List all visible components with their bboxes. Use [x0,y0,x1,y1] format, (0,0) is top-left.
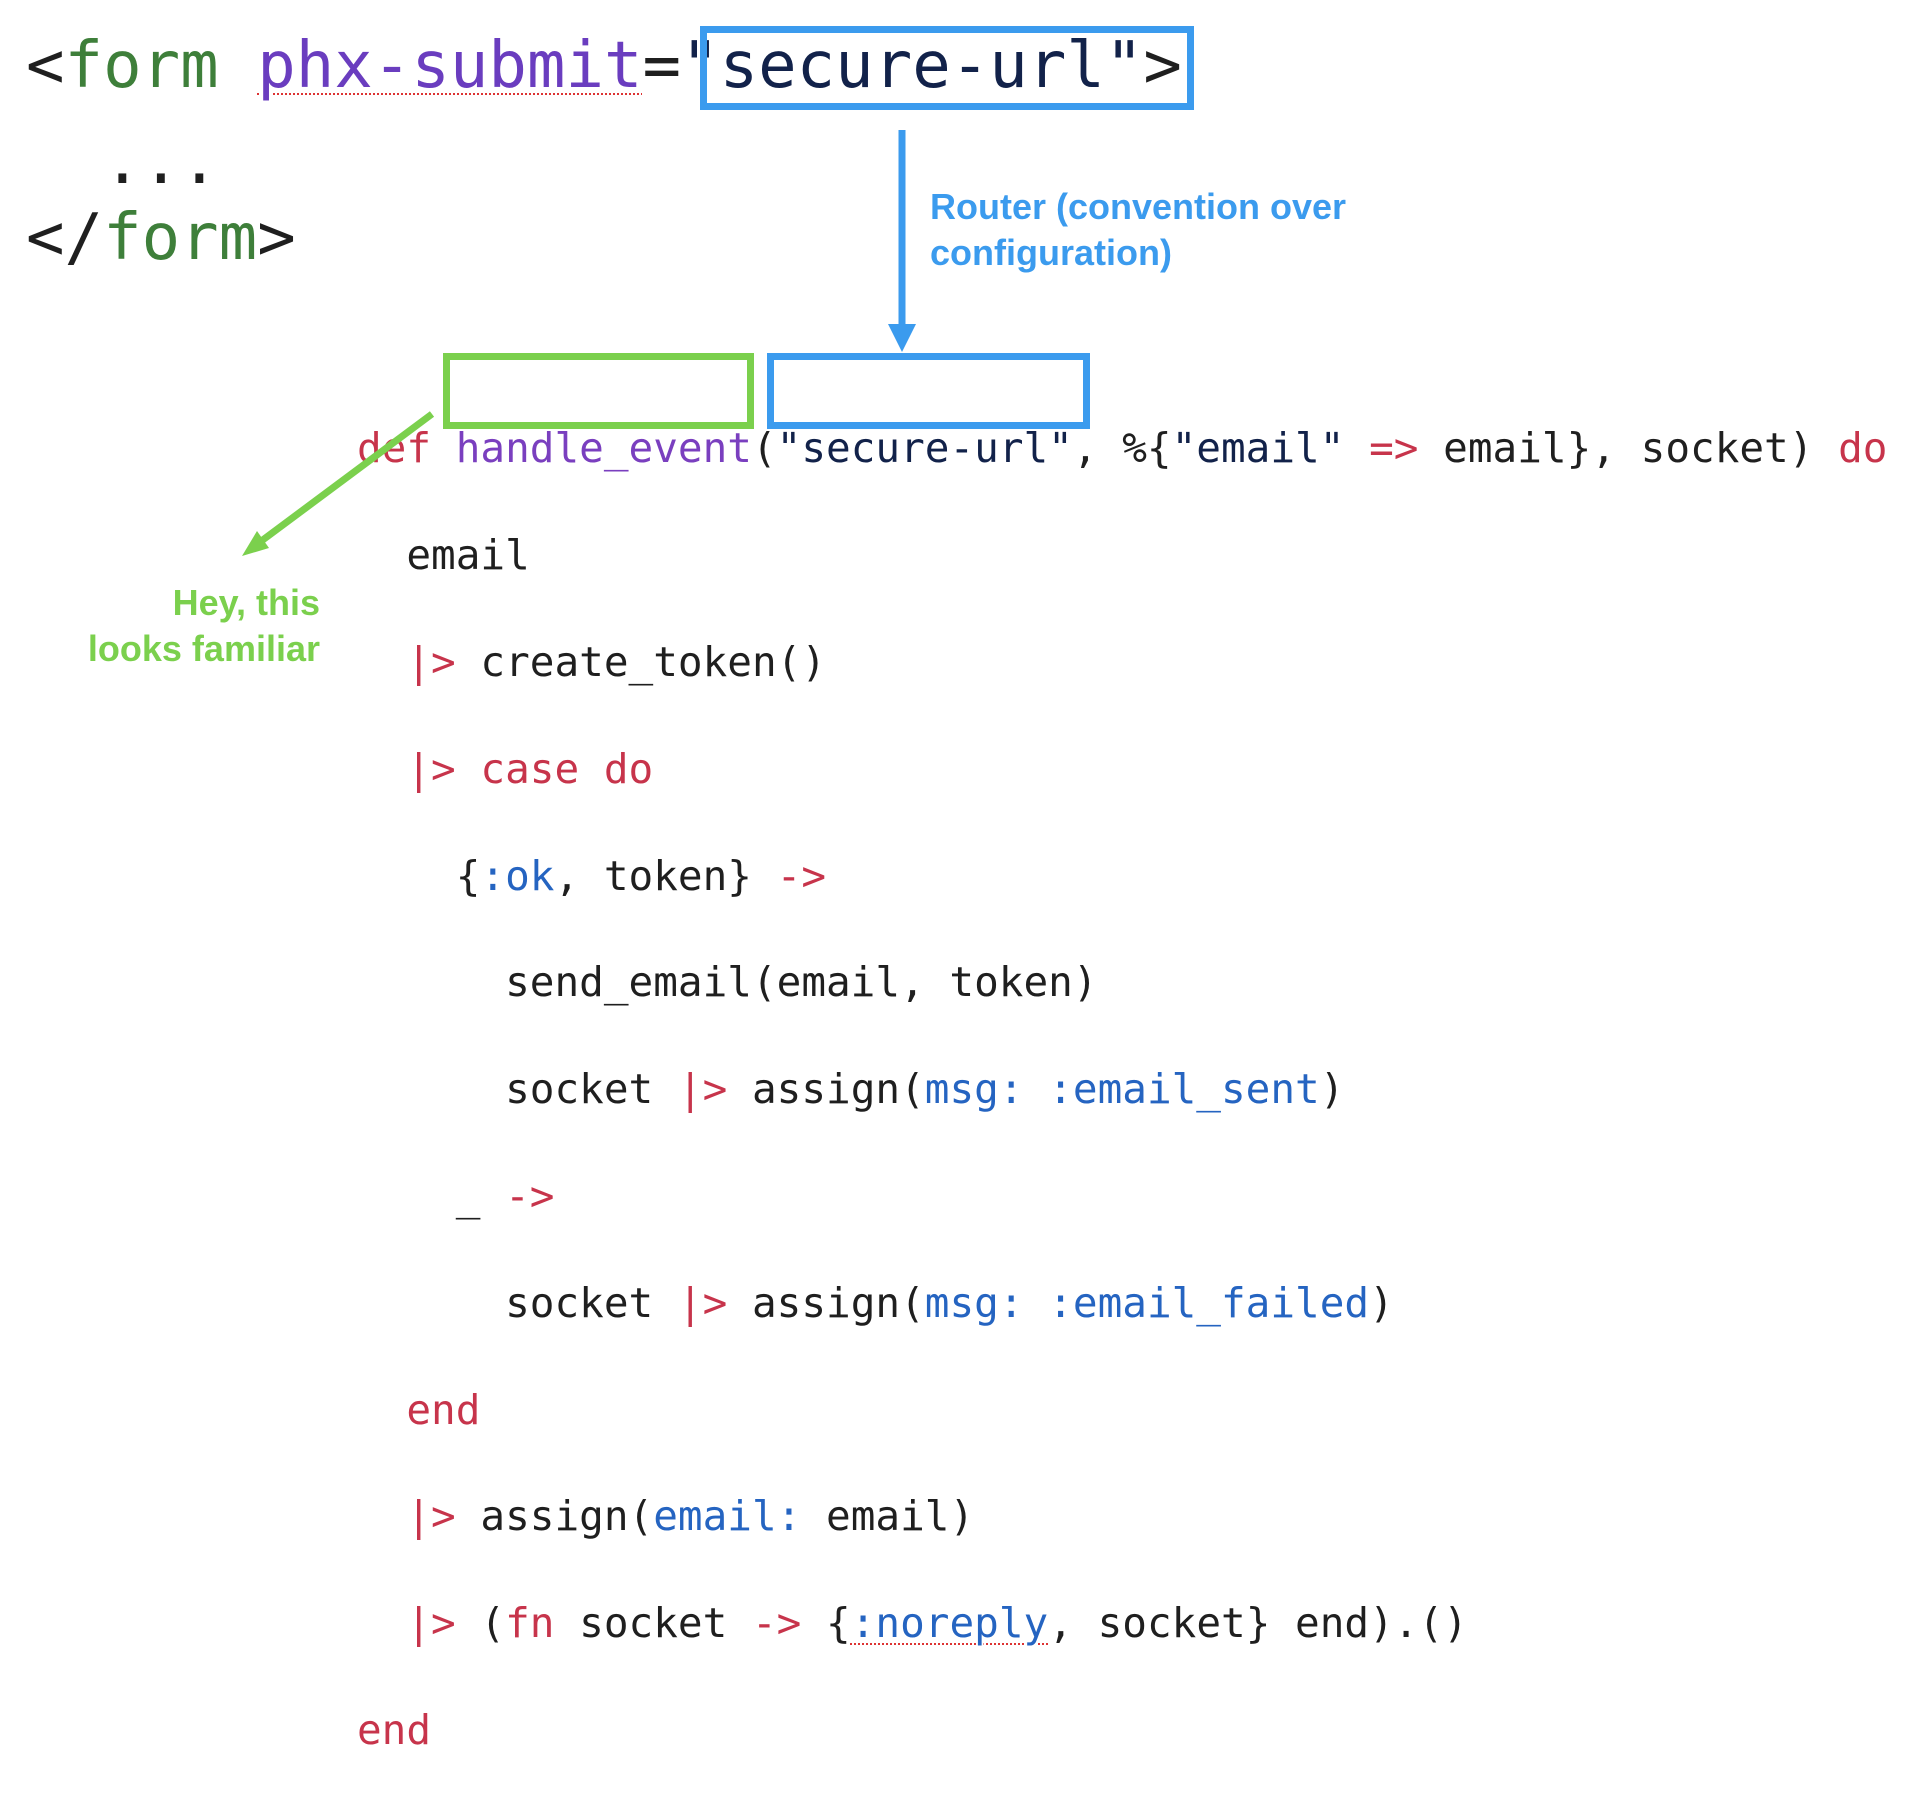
tuple-open: { [801,1599,851,1648]
code-line-def-end: end [357,1704,1888,1757]
msg-key: msg: [924,1065,1024,1114]
handle-event-highlight-box [443,353,754,429]
form-ellipsis-line: ... [26,130,219,194]
secure-url-event-string: "secure-url" [776,424,1073,473]
form-open-lt: < [26,29,65,103]
handle-event-function: handle_event [455,424,752,473]
msg-key: msg: [924,1278,1024,1327]
params-start: , %{ [1072,424,1172,473]
fn-open: ( [455,1599,506,1648]
code-line-send-email: send_email(email, token) [357,956,1888,1009]
router-arrow [888,130,916,352]
assign-call: assign( [727,1065,925,1114]
code-line-def: def handle_event("secure-url", %{"email"… [357,422,1888,475]
assign-email-rest: email) [801,1492,975,1541]
code-line-noreply: |> (fn socket -> {:noreply, socket} end)… [357,1597,1888,1650]
email-sent-atom: :email_sent [1048,1065,1320,1114]
code-line-case-end: end [357,1384,1888,1437]
ok-atom: :ok [480,851,555,900]
case-do-keyword: case do [455,744,654,793]
form-open-gt: > [1143,29,1182,103]
form-equals: = [642,29,682,103]
pipe-operator: |> [406,744,456,793]
socket-var: socket [505,1065,678,1114]
socket-var: socket [505,1278,678,1327]
fn-keyword: fn [505,1599,555,1648]
event-url-highlight-box [767,353,1090,429]
pipe-operator: |> [406,1599,456,1648]
email-var: email [406,531,530,580]
do-keyword: do [1838,424,1888,473]
code-line-wildcard-clause: _ -> [357,1170,1888,1223]
open-paren: ( [751,424,777,473]
email-failed-atom: :email_failed [1048,1278,1370,1327]
code-line-create-token: |> create_token() [357,636,1888,689]
code-line-assign-sent: socket |> assign(msg: :email_sent) [357,1063,1888,1116]
pipe-operator: |> [406,638,456,686]
code-line-case: |> case do [357,743,1888,796]
form-open-tag: form [64,29,219,103]
email-key-string: "email" [1171,424,1345,473]
fn-rest: , socket} end).() [1048,1599,1468,1648]
fn-param: socket [554,1599,752,1648]
fn-arrow: -> [751,1599,802,1648]
clause-arrow: -> [505,1171,555,1220]
elixir-code-block: def handle_event("secure-url", %{"email"… [357,369,1888,1811]
params-end: email}, socket) [1418,424,1839,473]
secure-url-highlight-box [700,26,1194,110]
code-line-ok-clause: {:ok, token} -> [357,850,1888,903]
clause-arrow: -> [776,851,827,900]
map-arrow: => [1369,424,1419,473]
familiar-annotation: Hey, this looks familiar [87,582,320,669]
end-keyword: end [357,1705,432,1754]
end-keyword: end [406,1385,481,1434]
code-line-assign-failed: socket |> assign(msg: :email_failed) [357,1277,1888,1330]
form-close-gt: > [257,201,296,275]
form-close-line: </form> [26,206,296,270]
create-token-call: create_token() [455,638,827,686]
def-keyword: def [357,424,432,473]
close-paren: ) [1369,1278,1394,1327]
code-line-assign-email: |> assign(email: email) [357,1490,1888,1543]
assign-call: assign( [455,1492,654,1541]
pipe-operator: |> [406,1492,456,1541]
email-key: email: [653,1492,802,1541]
send-email-call: send_email(email, token) [505,958,1098,1007]
tuple-open: { [455,851,481,900]
assign-call: assign( [727,1278,925,1327]
phx-submit-attribute: phx-submit [257,29,643,103]
pipe-operator: |> [677,1278,728,1327]
code-line-email: email [357,529,1888,582]
form-attr-value: "secure-url" [681,29,1144,103]
token-binding: , token} [554,851,777,900]
close-paren: ) [1319,1065,1345,1114]
wildcard: _ [455,1171,506,1220]
form-close-lt: </ [26,201,104,275]
form-open-line: <form phx-submit="secure-url"> [26,34,1182,98]
form-ellipsis: ... [103,125,219,199]
form-close-tag: form [103,201,258,275]
noreply-atom: :noreply [850,1599,1049,1648]
router-annotation: Router (convention over configuration) [930,186,1347,273]
pipe-operator: |> [677,1065,728,1114]
